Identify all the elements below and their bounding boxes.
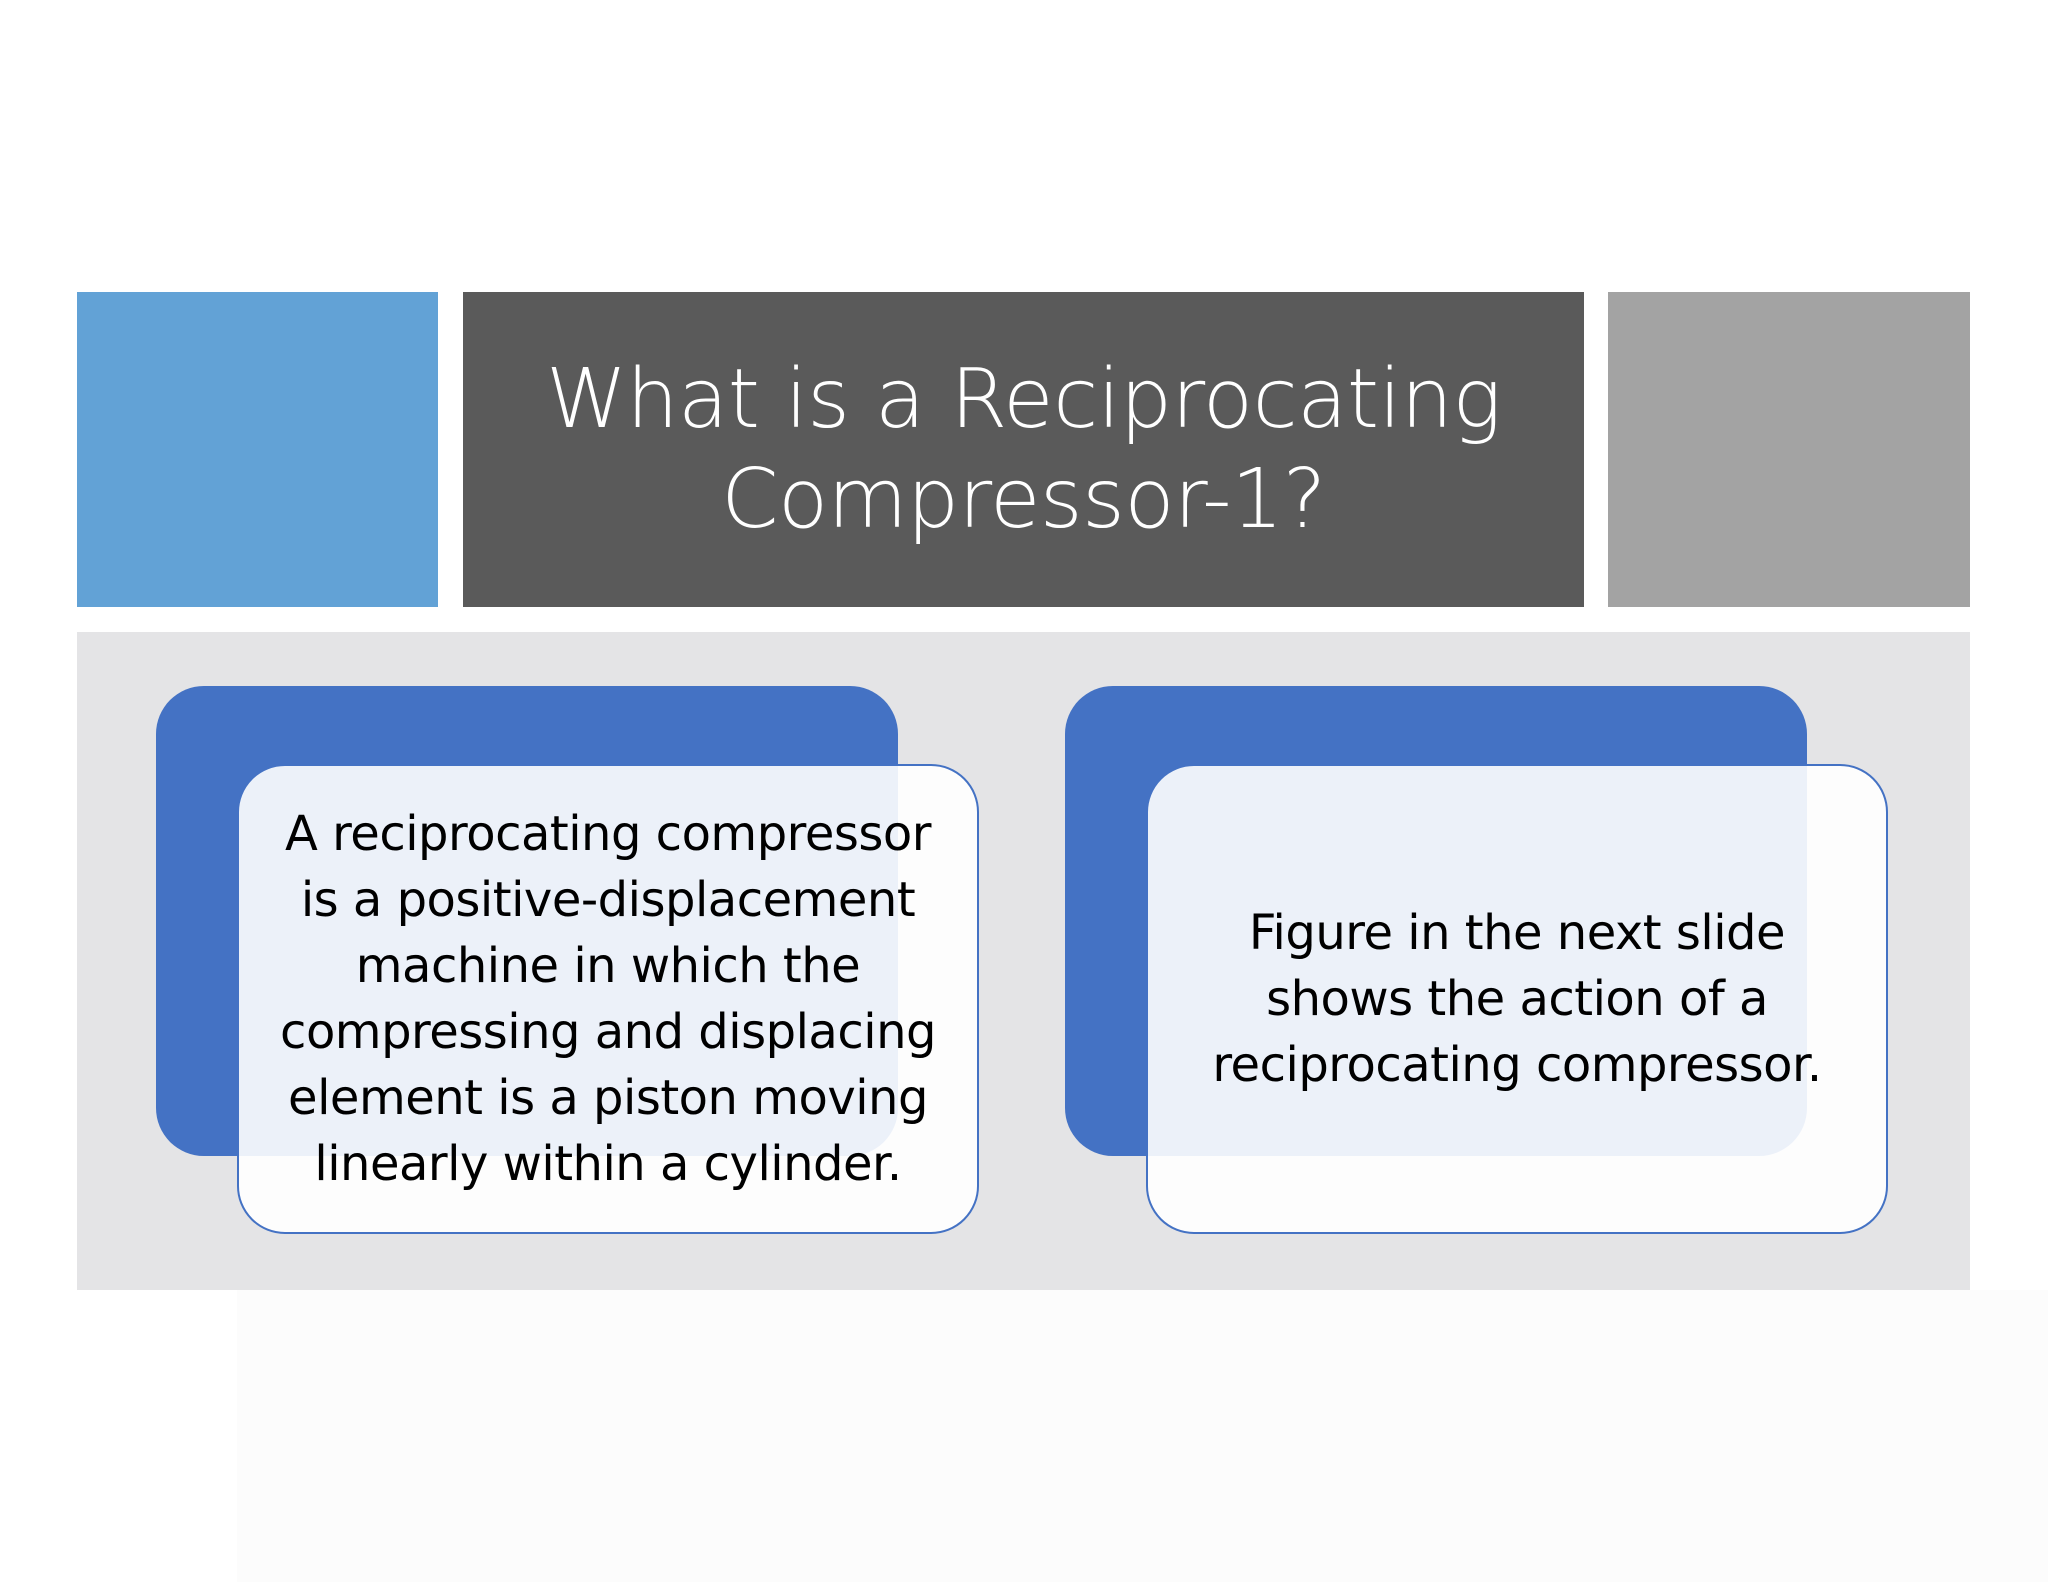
- card-2-text: Figure in the next slide shows the actio…: [1212, 905, 1822, 1093]
- card-1: A reciprocating compressor is a positive…: [237, 764, 979, 1234]
- card-1-text: A reciprocating compressor is a positive…: [280, 806, 936, 1192]
- accent-block-left: [77, 292, 438, 607]
- accent-block-right: [1608, 292, 1970, 607]
- card-2: Figure in the next slide shows the actio…: [1146, 764, 1888, 1234]
- slide-background-tint: [237, 1290, 2048, 1582]
- title-bar: What is a Reciprocating Compressor-1?: [463, 292, 1584, 607]
- slide-title: What is a Reciprocating Compressor-1?: [545, 351, 1502, 547]
